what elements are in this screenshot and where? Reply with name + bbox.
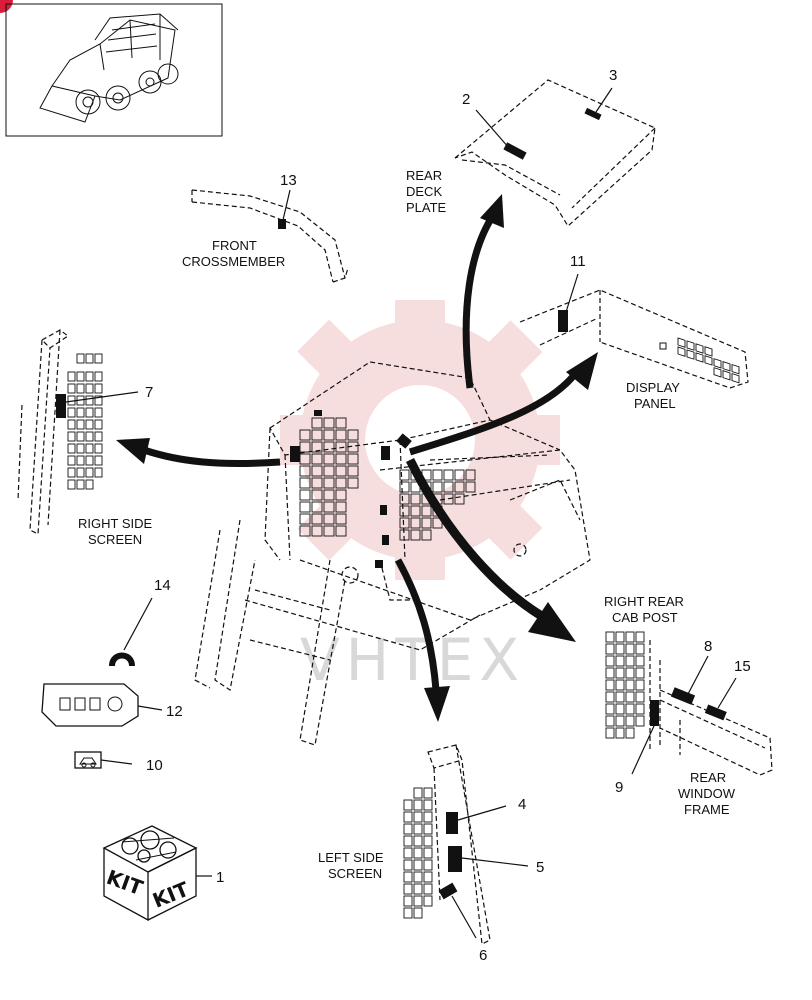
label-rear-window-frame: REAR WINDOW FRAME	[678, 770, 736, 817]
machine-frame	[194, 361, 591, 746]
leader-14	[123, 597, 153, 651]
leader-5	[461, 857, 529, 867]
part-12-control-decal	[41, 683, 139, 727]
arrow-to-right-rear-cab-post	[405, 457, 576, 642]
part-1-kit-box: KIT KIT	[102, 825, 198, 922]
label-front-crossmember: FRONT CROSSMEMBER	[182, 238, 285, 269]
right-rear-cab-post-part	[605, 631, 773, 776]
rear-deck-plate-part	[454, 79, 656, 227]
callout-12: 12	[166, 703, 183, 720]
decal-4	[446, 812, 458, 834]
callout-9: 9	[615, 779, 623, 796]
right-side-screen-part	[17, 329, 103, 535]
decal-8	[670, 687, 696, 705]
svg-text:SCREEN: SCREEN	[328, 866, 382, 881]
svg-text:REAR: REAR	[690, 770, 726, 785]
callout-4: 4	[518, 796, 526, 813]
decal-2	[503, 142, 527, 160]
label-rear-deck-plate: REAR DECK PLATE	[406, 168, 447, 215]
svg-text:SCREEN: SCREEN	[88, 532, 142, 547]
leader-4	[457, 805, 507, 821]
svg-text:REAR: REAR	[406, 168, 442, 183]
callout-10: 10	[146, 757, 163, 774]
svg-text:PLATE: PLATE	[406, 200, 447, 215]
label-right-side-screen: RIGHT SIDE SCREEN	[78, 516, 152, 547]
callout-8: 8	[704, 638, 712, 655]
leader-2	[475, 109, 510, 149]
left-side-screen-part	[403, 744, 491, 945]
leader-9	[631, 725, 655, 775]
svg-text:FRONT: FRONT	[212, 238, 257, 253]
callout-3: 3	[609, 67, 617, 84]
part-10-machine-decal	[74, 751, 102, 769]
svg-text:DISPLAY: DISPLAY	[626, 380, 680, 395]
svg-text:CAB POST: CAB POST	[612, 610, 678, 625]
svg-text:FRAME: FRAME	[684, 802, 730, 817]
kit-text-right: KIT	[149, 877, 192, 913]
decal-13	[278, 219, 286, 229]
callout-15: 15	[734, 658, 751, 675]
callout-2: 2	[462, 91, 470, 108]
callout-6: 6	[479, 947, 487, 964]
leader-11	[565, 273, 579, 313]
decal-15	[704, 704, 727, 721]
callout-7: 7	[145, 384, 153, 401]
decal-7	[56, 394, 66, 418]
svg-text:DECK: DECK	[406, 184, 442, 199]
callout-13: 13	[280, 172, 297, 189]
leader-7	[65, 391, 139, 403]
svg-text:LEFT SIDE: LEFT SIDE	[318, 850, 384, 865]
leader-3	[595, 87, 613, 113]
label-left-side-screen: LEFT SIDE SCREEN	[318, 850, 384, 881]
arrow-to-rear-deck	[462, 194, 504, 389]
svg-text:PANEL: PANEL	[634, 396, 676, 411]
leader-13	[282, 189, 291, 221]
leader-12	[137, 705, 163, 711]
label-display-panel: DISPLAY PANEL	[626, 380, 680, 411]
leader-8	[687, 655, 709, 695]
callout-1: 1	[216, 869, 224, 886]
front-crossmember-part	[191, 189, 349, 283]
callout-14: 14	[154, 577, 171, 594]
svg-text:RIGHT REAR: RIGHT REAR	[604, 594, 684, 609]
label-right-rear-cab-post: RIGHT REAR CAB POST	[604, 594, 684, 625]
decal-3	[584, 107, 602, 121]
arrow-to-display-panel	[408, 352, 598, 456]
arrow-to-left-side-screen	[394, 558, 450, 722]
display-panel-part	[519, 289, 749, 389]
decal-5	[448, 846, 462, 872]
callout-5: 5	[536, 859, 544, 876]
svg-text:WINDOW: WINDOW	[678, 786, 736, 801]
leader-10	[100, 759, 133, 765]
part-14-hook	[109, 652, 135, 667]
svg-text:CROSSMEMBER: CROSSMEMBER	[182, 254, 285, 269]
callout-11: 11	[570, 253, 586, 270]
machine-cab-screen	[299, 417, 359, 537]
arrow-to-right-side-screen	[116, 438, 281, 467]
decal-11	[558, 310, 568, 332]
decal-6	[438, 882, 458, 900]
watermark-text: VHTEX	[300, 626, 525, 694]
loader-thumbnail	[5, 3, 223, 137]
leader-15	[717, 677, 737, 709]
machine-decals	[290, 410, 412, 568]
svg-text:RIGHT SIDE: RIGHT SIDE	[78, 516, 152, 531]
leader-6	[451, 895, 477, 939]
kit-text-left: KIT	[103, 865, 146, 900]
decal-9	[650, 700, 659, 726]
